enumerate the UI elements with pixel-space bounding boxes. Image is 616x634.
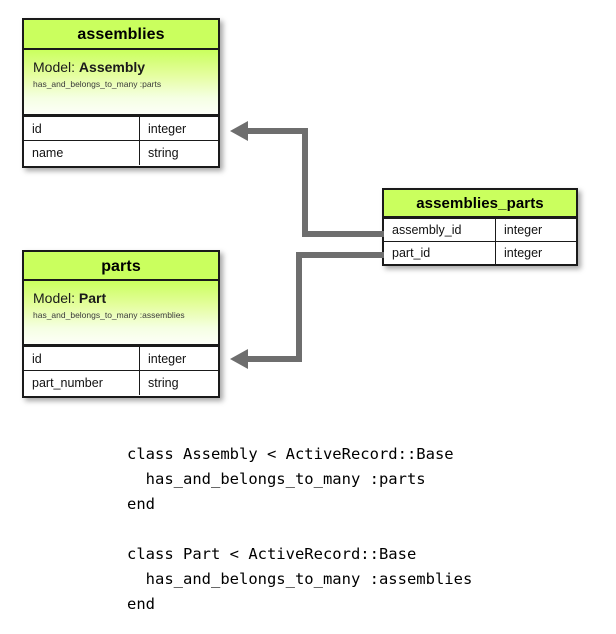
column-name: id: [24, 117, 140, 140]
er-table-parts[interactable]: parts Model: Part has_and_belongs_to_man…: [22, 250, 220, 398]
er-table-parts-header: parts: [24, 252, 218, 281]
connector-segment-horizontal: [302, 231, 384, 237]
connector-arrowhead: [230, 121, 248, 141]
model-association: has_and_belongs_to_many :parts: [33, 79, 162, 89]
column-name: id: [24, 347, 140, 370]
connector-segment-vertical: [296, 252, 302, 362]
er-table-assemblies-header: assemblies: [24, 20, 218, 50]
table-row: id integer: [24, 346, 218, 370]
model-label-row: Model: Part: [33, 290, 209, 306]
table-row: assembly_id integer: [384, 218, 576, 241]
table-row: part_id integer: [384, 241, 576, 264]
ruby-code-snippet: class Assembly < ActiveRecord::Base has_…: [127, 445, 473, 613]
er-table-assemblies-parts-header: assemblies_parts: [384, 190, 576, 218]
connector-segment-vertical: [302, 128, 308, 237]
column-type: integer: [504, 246, 543, 260]
column-type: string: [148, 146, 179, 160]
table-row: id integer: [24, 116, 218, 140]
er-table-assemblies-model: Model: Assembly has_and_belongs_to_many …: [24, 50, 218, 116]
column-type: string: [148, 376, 179, 390]
column-type: integer: [148, 351, 187, 366]
model-label-row: Model: Assembly: [33, 59, 209, 75]
er-table-assemblies[interactable]: assemblies Model: Assembly has_and_belon…: [22, 18, 220, 168]
model-label: Model:: [33, 290, 76, 306]
connector-arrowhead: [230, 349, 248, 369]
model-label: Model:: [33, 59, 76, 75]
model-name: Part: [78, 290, 107, 306]
er-table-parts-model: Model: Part has_and_belongs_to_many :ass…: [24, 281, 218, 346]
column-name: part_number: [24, 371, 140, 395]
model-name: Assembly: [78, 59, 146, 75]
column-name: assembly_id: [384, 219, 496, 241]
column-name: part_id: [384, 242, 496, 264]
table-row: part_number string: [24, 370, 218, 395]
er-table-assemblies-parts[interactable]: assemblies_parts assembly_id integer par…: [382, 188, 578, 266]
column-type: integer: [504, 223, 543, 237]
connector-segment-horizontal: [248, 356, 302, 362]
model-association: has_and_belongs_to_many :assemblies: [33, 310, 185, 320]
table-row: name string: [24, 140, 218, 165]
column-name: name: [24, 141, 140, 165]
connector-segment-horizontal: [296, 252, 384, 258]
column-type: integer: [148, 121, 187, 136]
connector-segment-horizontal: [248, 128, 308, 134]
